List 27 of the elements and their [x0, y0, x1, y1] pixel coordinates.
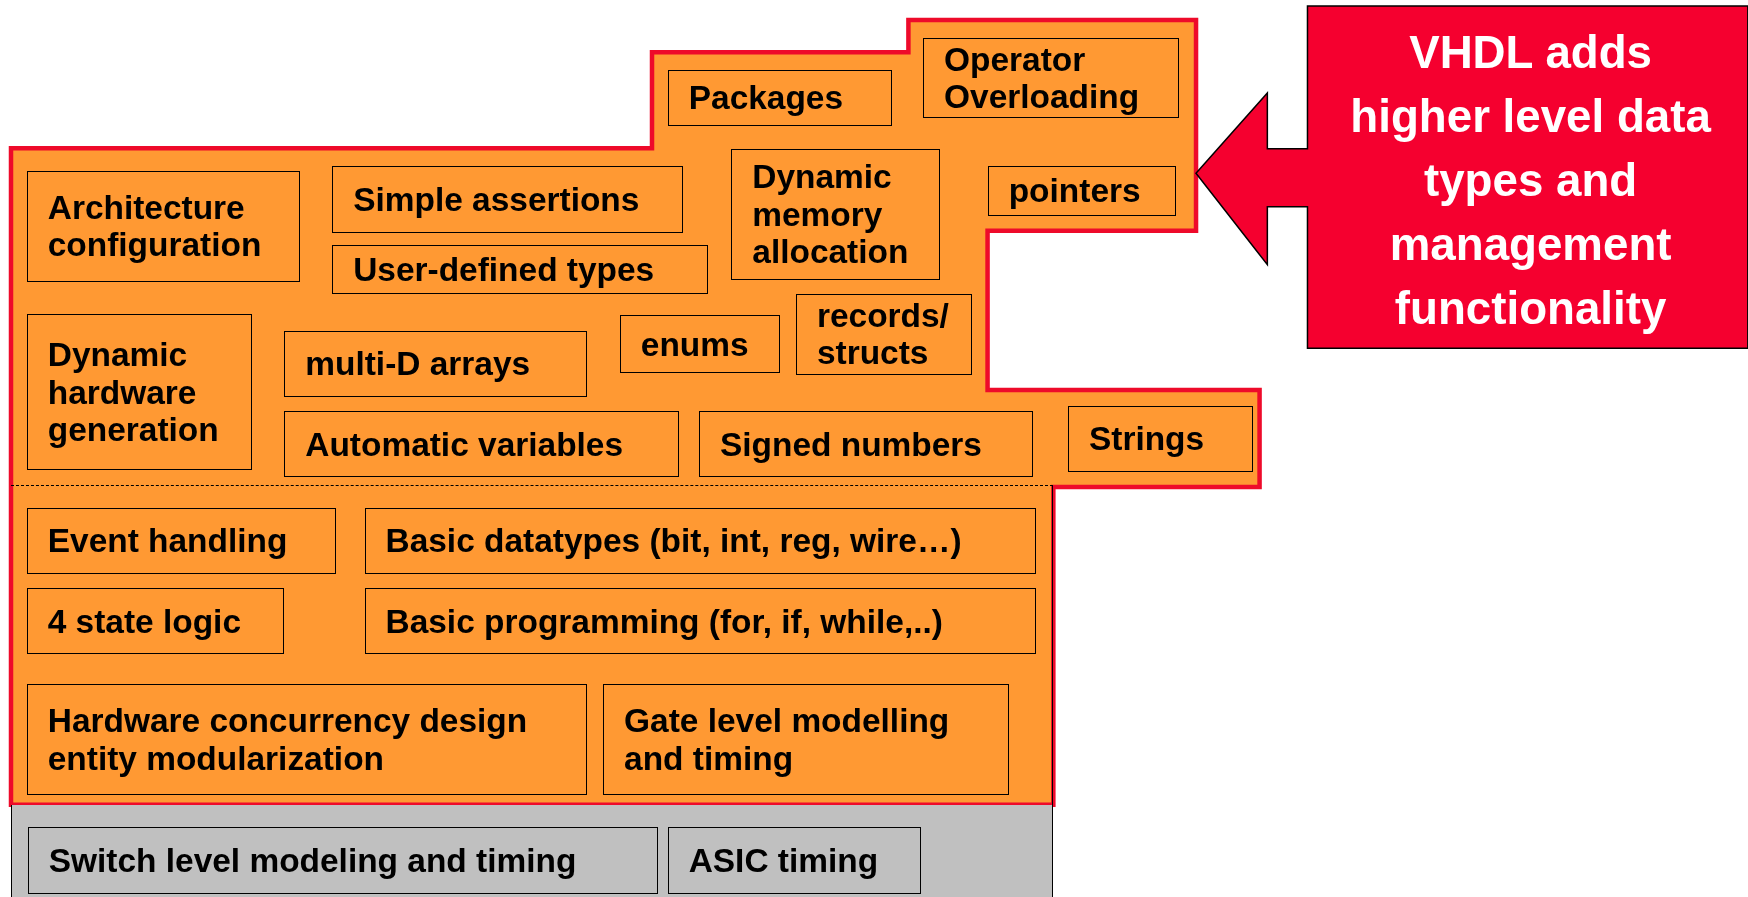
- callout-arrow: [1196, 5, 1748, 348]
- feature-box: Gate level modelling and timing: [603, 684, 1009, 795]
- feature-region: [11, 20, 1260, 805]
- feature-box: Basic datatypes (bit, int, reg, wire…): [364, 508, 1036, 574]
- feature-box: Dynamic memory allocation: [731, 149, 940, 280]
- core-region: [11, 484, 1054, 805]
- feature-box: Architecture configuration: [26, 170, 300, 282]
- feature-box: enums: [619, 315, 781, 374]
- feature-box: Dynamic hardware generation: [26, 314, 252, 471]
- feature-box: Automatic variables: [284, 411, 679, 478]
- feature-box: ASIC timing: [667, 827, 921, 895]
- feature-box: Strings: [1067, 405, 1253, 472]
- feature-box: 4 state logic: [26, 588, 285, 655]
- base-region: [11, 804, 1054, 897]
- feature-box: Hardware concurrency design entity modularization: [26, 684, 588, 795]
- feature-box: Switch level modeling and timing: [27, 827, 658, 895]
- feature-box: User-defined types: [332, 245, 708, 295]
- feature-box: multi-D arrays: [284, 331, 588, 397]
- callout-text: VHDL adds higher level data types and management functionality: [1349, 26, 1713, 337]
- feature-box: Operator Overloading: [923, 37, 1180, 119]
- feature-box: Packages: [667, 70, 892, 126]
- feature-box: Event handling: [26, 508, 336, 574]
- feature-box: records/ structs: [795, 294, 973, 375]
- feature-box: Simple assertions: [332, 166, 684, 233]
- feature-box: Signed numbers: [698, 411, 1034, 478]
- feature-box: pointers: [987, 166, 1177, 217]
- feature-box: Basic programming (for, if, while,..): [364, 588, 1036, 655]
